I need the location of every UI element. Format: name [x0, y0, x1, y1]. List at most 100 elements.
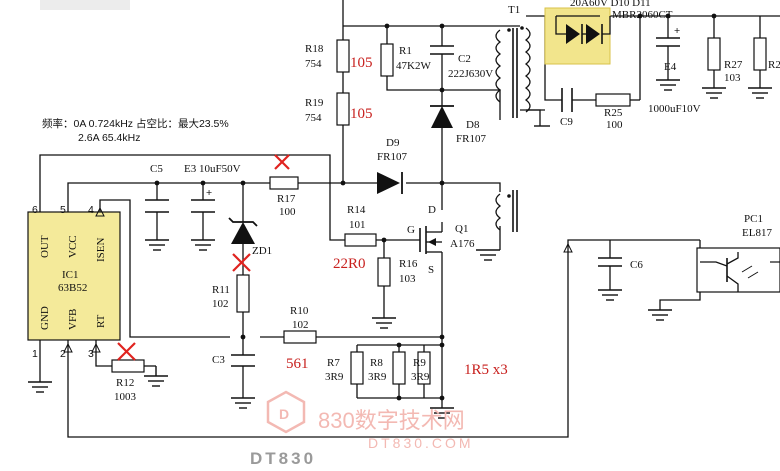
label-pc1-value: EL817: [742, 227, 772, 239]
pin-number-6: 6: [32, 204, 38, 216]
label-r11: R11: [212, 284, 230, 296]
resistor-r16: [377, 257, 391, 287]
resistor-r12: [111, 359, 145, 373]
label-source: S: [428, 264, 434, 276]
label-d10-d11: 20A60V D10 D11: [570, 0, 651, 9]
label-e4: E4: [664, 61, 677, 73]
label-r14-value: 101: [349, 219, 366, 231]
label-c2-value: 222J630V: [448, 68, 493, 80]
label-r7: R7: [327, 357, 340, 369]
annotation-r19: 105: [350, 106, 373, 122]
diode-d8: [430, 105, 454, 128]
label-r25-value: 100: [606, 119, 623, 131]
label-d8-value: FR107: [456, 133, 486, 145]
blur-patch: [40, 0, 130, 10]
removed-marks: [117, 154, 290, 361]
label-c9: C9: [560, 116, 573, 128]
label-r7-value: 3R9: [325, 371, 344, 383]
label-c2: C2: [458, 53, 471, 65]
label-c5: C5: [150, 163, 163, 175]
red-annotations: 105 105 22R0 561 1R5 x3: [286, 55, 508, 378]
label-r9-value: 3R9: [411, 371, 430, 383]
isen-arrow: [95, 206, 105, 217]
ic1-chip: OUT VCC ISEN GND VFB RT IC1 63B52: [27, 211, 121, 341]
resistors: [111, 37, 767, 385]
label-q1-value: A176: [450, 238, 475, 250]
mosfet-q1: [419, 226, 442, 254]
label-d10-value: MBR2060CT: [612, 9, 673, 21]
resistor-r1: [380, 43, 394, 77]
pin-number-3: 3: [88, 348, 94, 360]
label-q1: Q1: [455, 223, 468, 235]
resistor-r10: [283, 330, 317, 344]
resistor-r25: [595, 93, 631, 107]
label-r10: R10: [290, 305, 309, 317]
transformer-t1: [495, 26, 541, 232]
capacitors: [145, 37, 680, 367]
annotation-r14: 22R0: [333, 256, 366, 272]
note-line-1: 频率：0A 0.724kHz 占空比：最大23.5%: [42, 117, 229, 130]
ic-part: 63B52: [58, 282, 87, 294]
label-r19-value: 754: [305, 112, 322, 124]
pin-number-5: 5: [60, 204, 66, 216]
resistor-r27: [707, 37, 721, 71]
e4-plus: +: [674, 25, 680, 37]
label-r17-value: 100: [279, 206, 296, 218]
watermark-logo-letter: D: [279, 406, 289, 422]
fb-arrow: [563, 242, 573, 253]
resistor-r8: [392, 351, 406, 385]
label-r27-value: 103: [724, 72, 741, 84]
label-r11-value: 102: [212, 298, 229, 310]
label-r9: R9: [413, 357, 426, 369]
label-d8: D8: [466, 119, 480, 131]
annotation-sense-resistors: 1R5 x3: [464, 362, 508, 378]
label-e3: E3 10uF50V: [184, 163, 241, 175]
label-gate: G: [407, 224, 415, 236]
resistor-r14: [344, 233, 377, 247]
pin-number-4: 4: [88, 204, 94, 216]
resistor-r11: [236, 274, 250, 313]
pin-number-2: 2: [60, 348, 66, 360]
label-c6: C6: [630, 259, 643, 271]
ic-pin-vfb: VFB: [67, 309, 79, 330]
vfb-arrow: [63, 342, 73, 353]
watermark-site-url: DT830.COM: [368, 435, 474, 451]
label-drain: D: [428, 204, 436, 216]
pin-number-1: 1: [32, 348, 38, 360]
label-r18: R18: [305, 43, 324, 55]
label-r17: R17: [277, 193, 296, 205]
label-r10-value: 102: [292, 319, 309, 331]
rt-arrow: [91, 342, 101, 353]
label-r12-value: 1003: [114, 391, 137, 403]
e3-plus: +: [206, 187, 212, 199]
label-zd1: ZD1: [252, 245, 272, 257]
label-r1: R1: [399, 45, 412, 57]
ground-symbols: [28, 79, 772, 419]
ic-pin-rt: RT: [95, 314, 107, 328]
label-d9-value: FR107: [377, 151, 407, 163]
annotation-r10: 561: [286, 356, 309, 372]
watermark-logo-icon: [266, 390, 306, 434]
label-r16: R16: [399, 258, 418, 270]
label-r8-value: 3R9: [368, 371, 387, 383]
watermark-brand: DT830: [250, 449, 316, 468]
optocoupler-pc1: [696, 247, 780, 293]
label-c3: C3: [212, 354, 225, 366]
label-r27: R27: [724, 59, 743, 71]
label-r12: R12: [116, 377, 134, 389]
label-e4-value: 1000uF10V: [648, 103, 701, 115]
label-r18-value: 754: [305, 58, 322, 70]
component-labels: R18 754 R19 754 R1 47K2W C2 222J630V D8 …: [114, 0, 780, 403]
label-r16-value: 103: [399, 273, 416, 285]
ic-pin-out: OUT: [39, 235, 51, 258]
label-t1: T1: [508, 4, 520, 16]
watermark-site-cn: 830数字技术网: [318, 408, 465, 433]
resistor-r18: [336, 39, 350, 73]
resistor-r7: [350, 351, 364, 385]
note-line-2: 2.6A 65.4kHz: [78, 132, 140, 144]
junctions: [154, 13, 717, 401]
ic-pin-gnd: GND: [39, 306, 51, 330]
label-r14: R14: [347, 204, 366, 216]
resistor-r2x: [753, 37, 767, 71]
